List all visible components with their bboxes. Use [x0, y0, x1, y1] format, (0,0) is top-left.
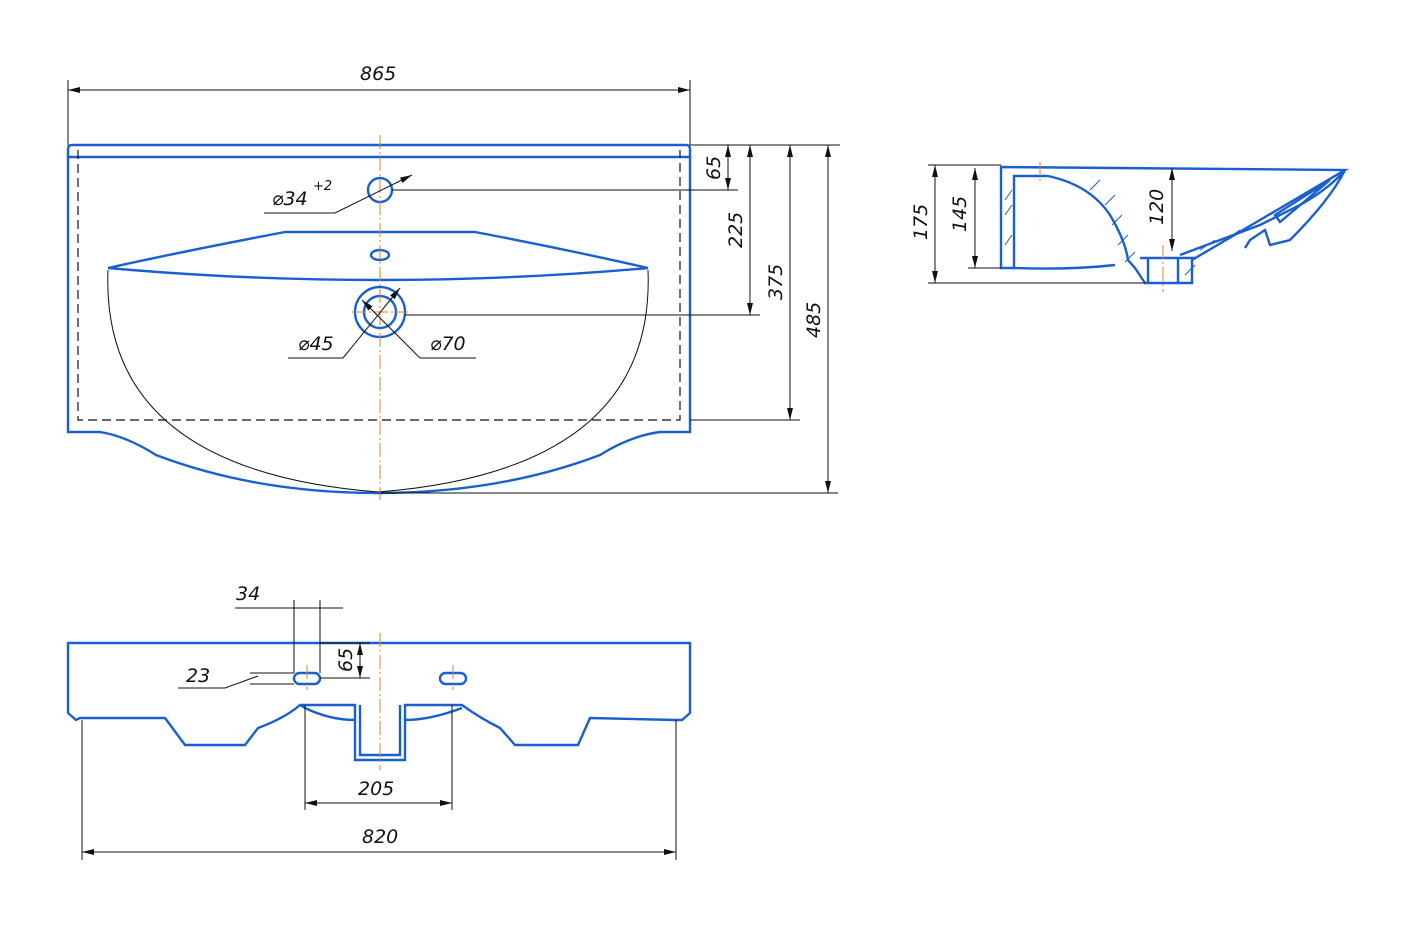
dim-23-label: 23: [186, 665, 210, 687]
top-view-outline: [66, 143, 692, 495]
side-base: [1013, 263, 1116, 270]
side-view: 175 145 120: [910, 162, 1350, 292]
drain-outer-label: ⌀70: [430, 333, 466, 355]
slot-leader: [178, 675, 259, 689]
drain-inner-label: ⌀45: [298, 333, 334, 355]
side-rim: [1179, 169, 1347, 257]
dim-145-label: 145: [949, 196, 971, 232]
tap-hole-label: ⌀34: [272, 188, 308, 210]
tap-leader: [264, 174, 413, 214]
top-view: 865 65 225 375 485 ⌀34 +2 ⌀45 ⌀70: [66, 63, 840, 500]
drain-outer-leader: [361, 299, 476, 359]
side-overflow: [1273, 178, 1331, 224]
section-hatching: [1004, 179, 1241, 276]
front-view: 34 65 23 205 820: [66, 583, 692, 860]
side-section-outline: [999, 165, 1350, 285]
dim-175-label: 175: [910, 204, 932, 240]
bowl-front-edge: [107, 266, 649, 282]
dim-375-label: 375: [765, 264, 787, 300]
hidden-outline: [77, 150, 681, 421]
dim-65-label: 65: [703, 156, 725, 180]
front-view-outline: [66, 641, 692, 762]
dim-485-label: 485: [803, 302, 825, 338]
dim-34-label: 34: [236, 583, 260, 605]
dim-width-label: 865: [360, 63, 396, 85]
drain-inner-leader: [288, 287, 401, 359]
bowl-contour: [107, 269, 649, 493]
dim-820-label: 820: [362, 826, 398, 848]
dim-65-front-label: 65: [335, 648, 357, 672]
bowl-edge: [299, 703, 463, 722]
dim-205-label: 205: [358, 778, 394, 800]
side-drain: [1140, 256, 1195, 283]
dim-120-label: 120: [1146, 189, 1168, 225]
tap-tolerance: +2: [313, 179, 332, 194]
dim-225-label: 225: [725, 212, 747, 248]
